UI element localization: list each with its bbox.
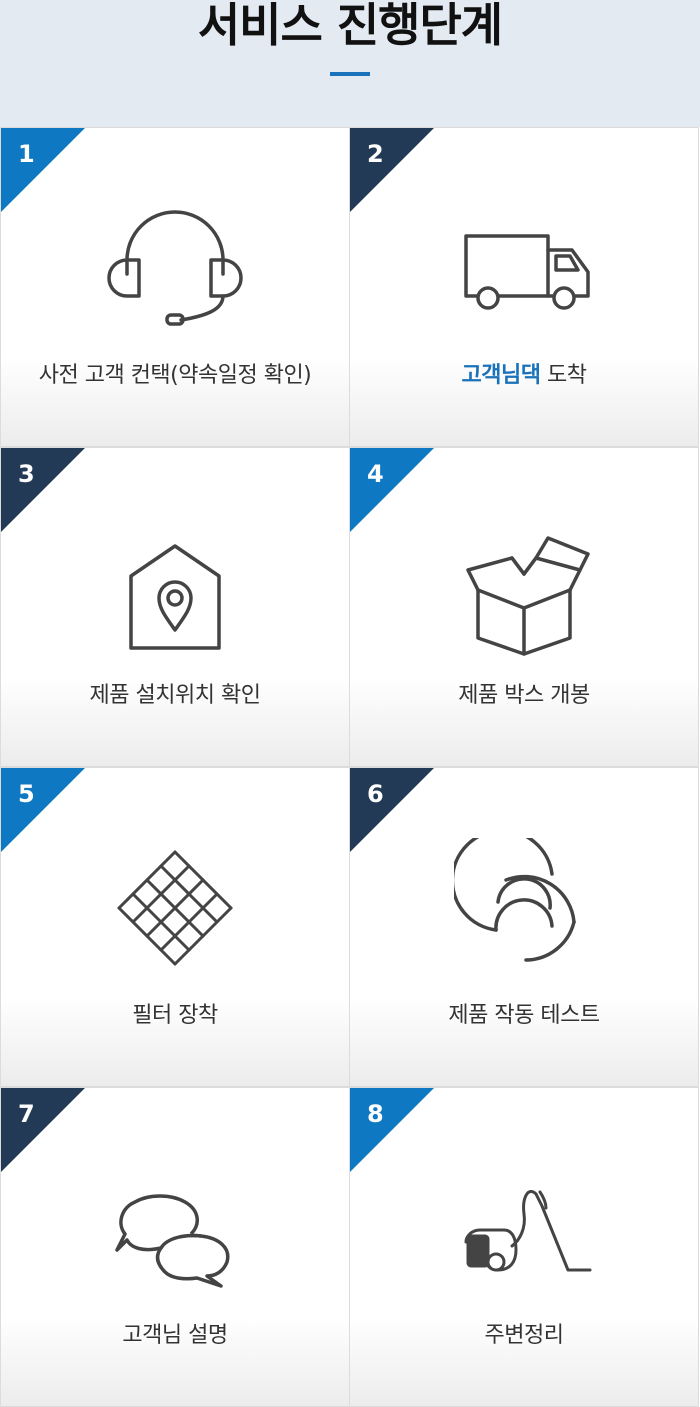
step-number: 4 [367,460,384,488]
step-card-6: 6 제품 작동 테스트 [349,767,699,1087]
step-badge [1,448,85,532]
open-box-icon [454,518,594,658]
speech-bubbles-icon [105,1158,245,1298]
step-label: 제품 박스 개봉 [458,683,590,708]
filter-mesh-icon [105,838,245,978]
step-card-4: 4 제품 박스 개봉 [349,447,699,767]
step-card-2: 2 고객님댁 도착 [349,127,699,447]
step-badge [350,1088,434,1172]
page-title: 서비스 진행단계 [197,0,503,52]
header: 서비스 진행단계 [0,0,700,127]
step-label: 고객님 설명 [122,1323,228,1348]
step-number: 7 [18,1100,35,1128]
step-label: 제품 설치위치 확인 [89,683,261,708]
step-label: 고객님댁 도착 [350,362,698,390]
spin-operation-icon [454,838,594,978]
step-card-3: 3 제품 설치위치 확인 [0,447,350,767]
step-label-rest: 도착 [540,363,587,388]
step-badge [350,128,434,212]
step-number: 8 [367,1100,384,1128]
step-label: 사전 고객 컨택(약속일정 확인) [38,363,312,388]
step-badge [1,128,85,212]
headset-icon [105,198,245,338]
service-steps-grid: 1 사전 고객 컨택(약속일정 확인) 2 고객님댁 도착 [0,127,700,1407]
vacuum-cleaner-icon [454,1158,594,1298]
step-number: 1 [18,140,35,168]
step-label-highlight: 고객님댁 [461,363,541,388]
step-label: 필터 장착 [132,1003,218,1028]
step-badge [1,768,85,852]
house-location-icon [105,518,245,658]
step-number: 3 [18,460,35,488]
step-number: 5 [18,780,35,808]
step-number: 6 [367,780,384,808]
title-underline [330,72,370,76]
step-card-8: 8 주변정리 [349,1087,699,1407]
step-card-1: 1 사전 고객 컨택(약속일정 확인) [0,127,350,447]
step-label: 주변정리 [484,1323,564,1348]
delivery-truck-icon [454,198,594,338]
step-badge [1,1088,85,1172]
step-card-7: 7 고객님 설명 [0,1087,350,1407]
step-number: 2 [367,140,384,168]
step-badge [350,448,434,532]
step-badge [350,768,434,852]
step-label: 제품 작동 테스트 [448,1003,600,1028]
step-card-5: 5 필터 장착 [0,767,350,1087]
